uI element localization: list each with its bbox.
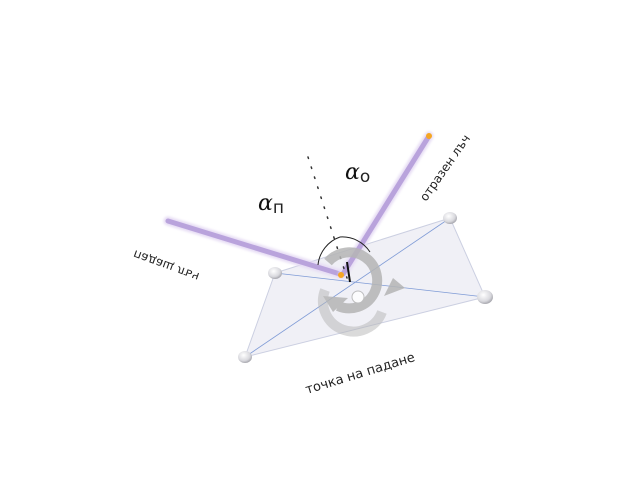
incidence-angle-arc (317, 236, 341, 266)
rotate-icon[interactable] (318, 247, 405, 337)
plane-corner-handle[interactable] (477, 290, 493, 304)
incidence-angle-label: αп (258, 191, 284, 218)
incident-ray-label: падащ лъч (131, 247, 201, 284)
incidence-point-label: точка на падане (304, 350, 417, 398)
reflected-ray-endpoint[interactable] (426, 133, 432, 139)
incident-ray (163, 216, 345, 279)
plane-corner-handle[interactable] (443, 212, 457, 224)
normal-base (346, 261, 351, 283)
reflection-angle-label: αо (345, 160, 370, 187)
mirror-plane (238, 212, 493, 363)
plane-diagonal-2 (244, 217, 451, 358)
reflection-angle-arc (339, 236, 371, 253)
plane-corner-handle[interactable] (238, 351, 252, 363)
incidence-point-marker[interactable] (338, 272, 344, 278)
plane-corner-handle[interactable] (268, 267, 282, 279)
